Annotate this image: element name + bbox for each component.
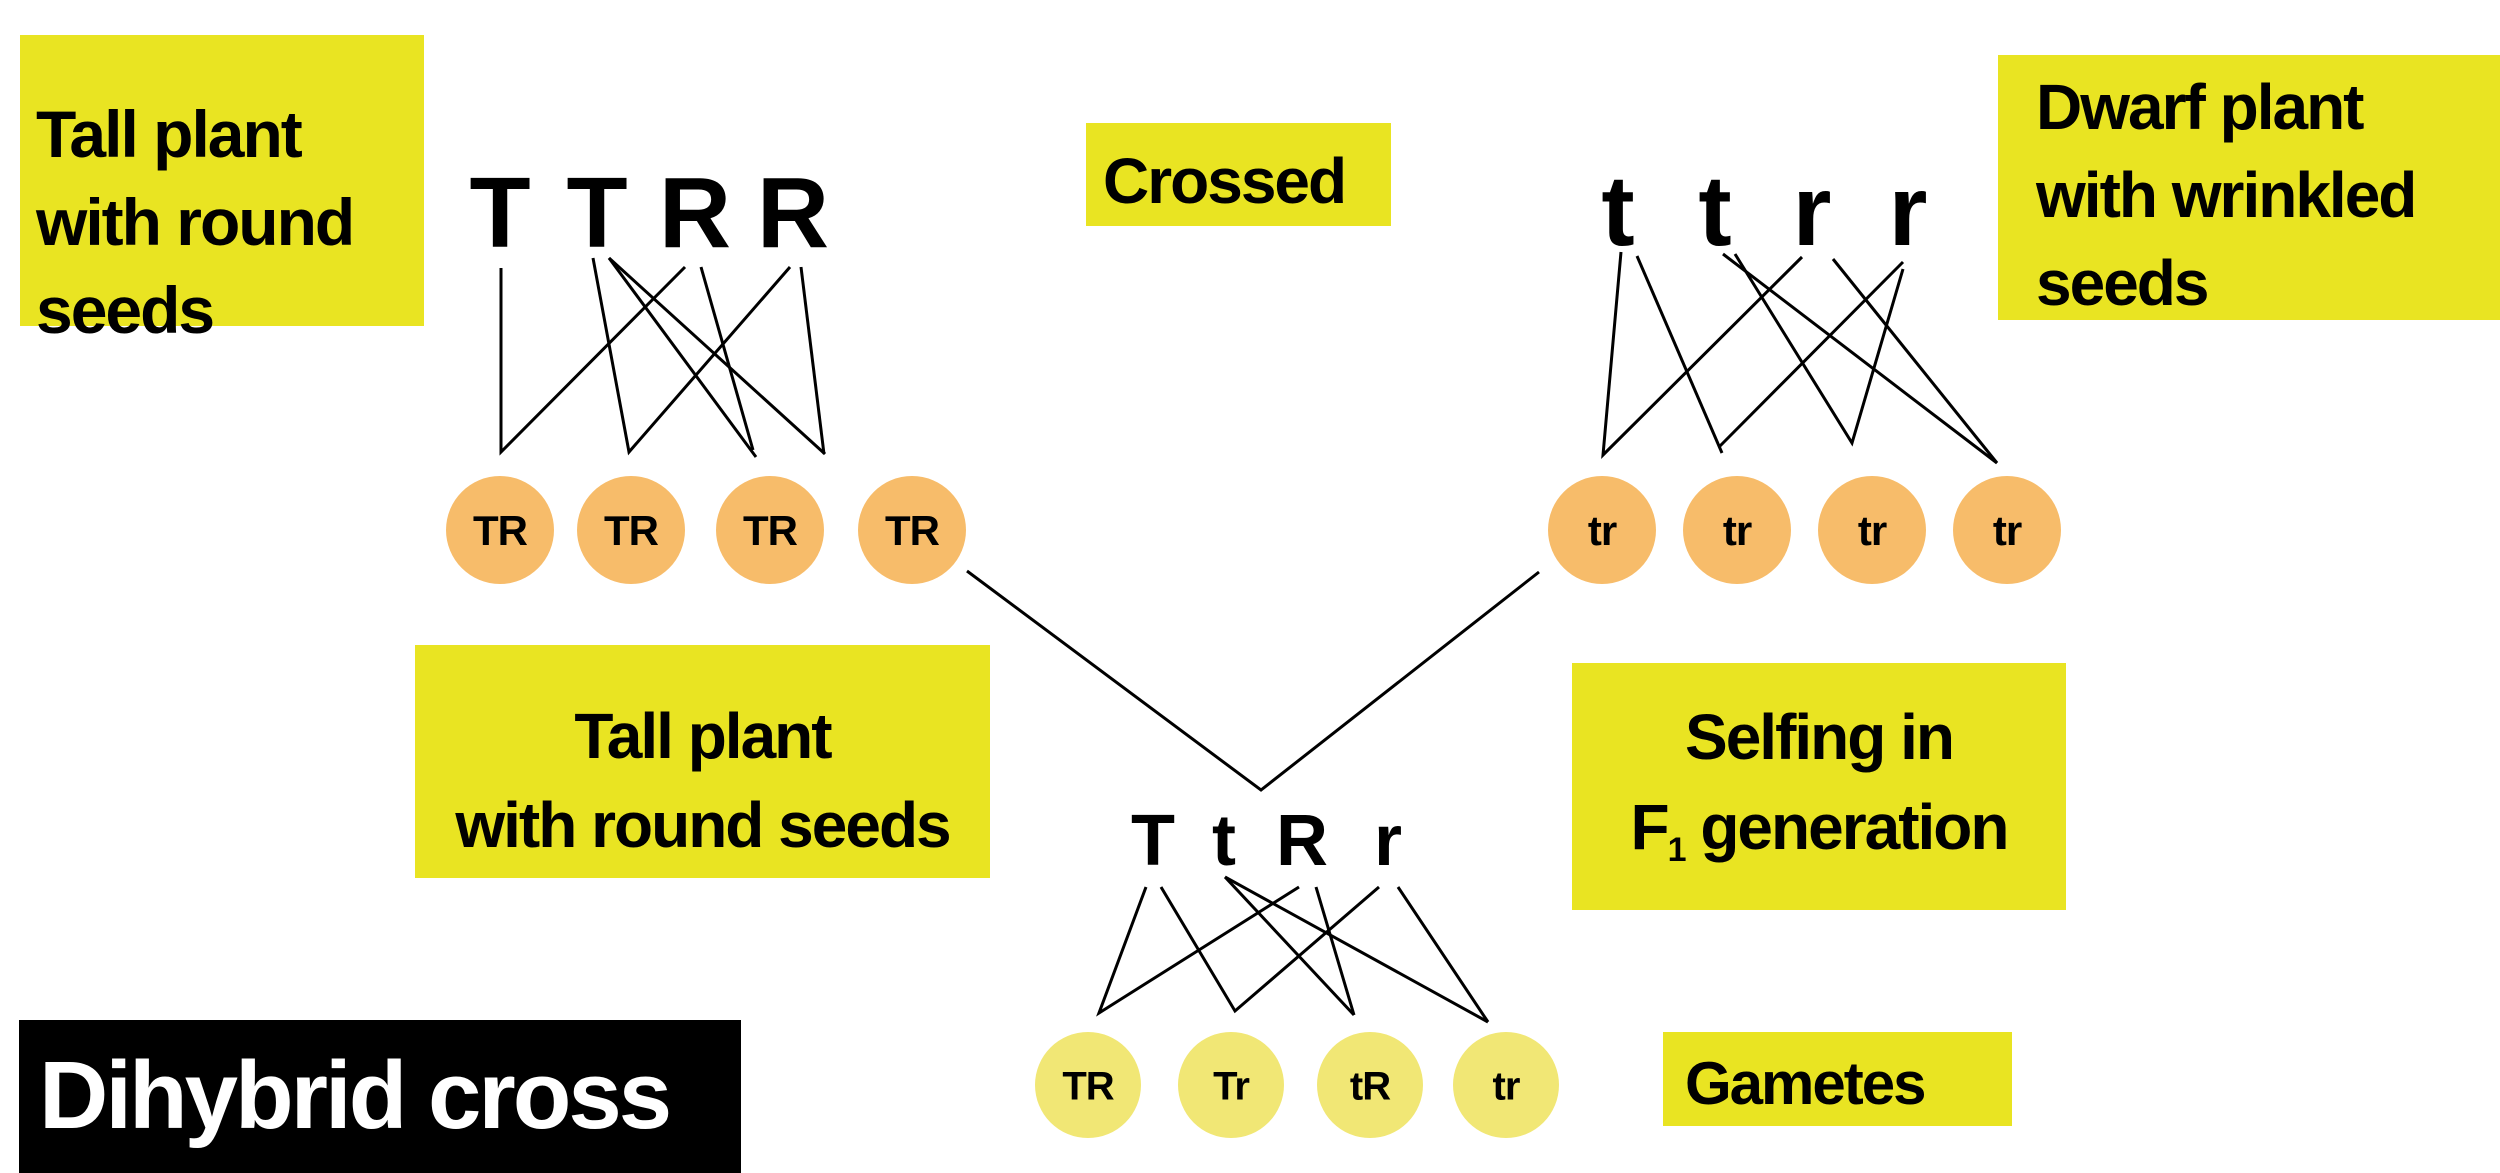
f1-phenotype-label-line-2: with round seeds (455, 789, 951, 861)
parent-dwarf-label-line-1: Dwarf plant (2036, 71, 2364, 143)
title-banner: Dihybrid cross (19, 1020, 741, 1173)
parent-dwarf-gamete-1-label: tr (1588, 507, 1617, 554)
f1-gamete-4: tr (1453, 1032, 1559, 1138)
f1-gamete-3-circle (1317, 1032, 1423, 1138)
f1-gamete-3-label: tR (1350, 1064, 1391, 1108)
f1-gamete-3: tR (1317, 1032, 1423, 1138)
parent-tall-label-line-3: seeds (36, 273, 215, 347)
f1-allele-2: t (1212, 801, 1236, 881)
parent-tall-gamete-3-label: TR (743, 507, 798, 554)
parent-tall-gamete-3: TR (716, 476, 824, 584)
f1-phenotype-label: Tall plant with round seeds (415, 645, 990, 878)
f1-gamete-1: TR (1035, 1032, 1141, 1138)
parent-dwarf-allele-2: t (1698, 155, 1731, 267)
parent-dwarf-allele-3: r (1793, 155, 1832, 267)
parent-dwarf-gamete-1-circle (1548, 476, 1656, 584)
f1-gamete-1-label: TR (1062, 1064, 1114, 1108)
parent-dwarf-gamete-1: tr (1548, 476, 1656, 584)
parent-dwarf-allele-1: t (1601, 155, 1634, 267)
selfing-label-line-1: Selfing in (1685, 701, 1955, 773)
parent-dwarf-line-3 (1718, 260, 1905, 448)
f1-allele-1: T (1131, 801, 1175, 881)
parent-dwarf-label-line-3: seeds (2036, 247, 2209, 319)
parent-dwarf-label-line-2: with wrinkled (2036, 159, 2417, 231)
parent-tall-allele-2: T (566, 157, 627, 269)
parent-tall-gamete-4: TR (858, 476, 966, 584)
parent-dwarf-line-2 (1635, 255, 1724, 454)
parent-tall-label: Tall plant with round seeds (20, 35, 424, 343)
parent-dwarf-gamete-4-label: tr (1993, 507, 2022, 554)
parent-tall-line-3 (607, 257, 758, 458)
parent-tall-line-2 (591, 257, 792, 456)
parent-dwarf-line-1 (1601, 251, 1804, 459)
f1-gamete-1-circle (1035, 1032, 1141, 1138)
parent-dwarf-gamete-2-circle (1683, 476, 1791, 584)
parent-tall-gamete-1-circle (446, 476, 554, 584)
f1-line-2 (1159, 885, 1380, 1014)
parent-tall-allele-3: R (659, 157, 731, 269)
parent-dwarf-gamete-3-circle (1818, 476, 1926, 584)
parent-tall-allele-4: R (757, 157, 829, 269)
parent-dwarf-allele-4: r (1889, 155, 1928, 267)
parent-tall-allele-1: T (469, 157, 530, 269)
parent-tall-gamete-4-label: TR (885, 507, 940, 554)
f1-allele-4: r (1374, 801, 1402, 881)
parent-tall-gamete-3-circle (716, 476, 824, 584)
parent-dwarf-line-6 (1831, 258, 1999, 464)
parent-dwarf-label: Dwarf plant with wrinkled seeds (1998, 55, 2500, 320)
selfing-label-subscript: 1 (1667, 831, 1687, 869)
parent-tall-line-1 (499, 265, 687, 456)
f1-line-6 (1396, 886, 1490, 1023)
parent-tall-line-5 (699, 266, 755, 451)
crossed-label: Crossed (1086, 123, 1391, 226)
f1-allele-3: R (1276, 801, 1328, 881)
parent-tall-gamete-2-label: TR (604, 507, 659, 554)
parent-dwarf-gamete-3-label: tr (1858, 507, 1887, 554)
selfing-label-generation: generation (1684, 791, 2009, 863)
parent-tall-line-6 (799, 266, 826, 455)
connector-lines (499, 251, 1999, 1024)
parent-tall-gamete-1-label: TR (473, 507, 528, 554)
parent-dwarf-line-4 (1722, 252, 1998, 465)
f1-line-3 (1223, 875, 1356, 1017)
f1-line-4 (1224, 875, 1489, 1024)
parent-tall-line-4 (607, 256, 827, 456)
parent-dwarf-gamete-4: tr (1953, 476, 2061, 584)
parent-tall-gamete-2: TR (577, 476, 685, 584)
f1-line-1 (1096, 885, 1300, 1017)
parent-tall-label-line-2: with round (36, 185, 355, 259)
title-text: Dihybrid cross (39, 1042, 672, 1149)
cross-line (966, 569, 1540, 792)
f1-gamete-2-circle (1178, 1032, 1284, 1138)
f1-gamete-4-circle (1453, 1032, 1559, 1138)
parent-dwarf-gamete-3: tr (1818, 476, 1926, 584)
parent-dwarf-gamete-2: tr (1683, 476, 1791, 584)
parent-dwarf-gamete-4-circle (1953, 476, 2061, 584)
f1-gamete-4-label: tr (1493, 1064, 1520, 1108)
crossed-label-text: Crossed (1103, 145, 1347, 217)
gametes-label: Gametes (1663, 1032, 2012, 1126)
parent-dwarf-gamete-2-label: tr (1723, 507, 1752, 554)
parent-tall-gamete-4-circle (858, 476, 966, 584)
parent-tall-gamete-2-circle (577, 476, 685, 584)
f1-gamete-2-label: Tr (1213, 1064, 1249, 1108)
parent-tall-label-line-1: Tall plant (36, 97, 303, 171)
selfing-label: Selfing in F1 generation (1572, 663, 2066, 910)
parent-tall-gamete-1: TR (446, 476, 554, 584)
gametes-label-text: Gametes (1685, 1050, 1926, 1117)
f1-line-5 (1314, 886, 1356, 1016)
f1-phenotype-label-line-1: Tall plant (574, 700, 832, 772)
f1-gamete-2: Tr (1178, 1032, 1284, 1138)
selfing-label-line-2: F1 generation (1572, 795, 2066, 867)
selfing-label-f: F (1630, 791, 1670, 863)
